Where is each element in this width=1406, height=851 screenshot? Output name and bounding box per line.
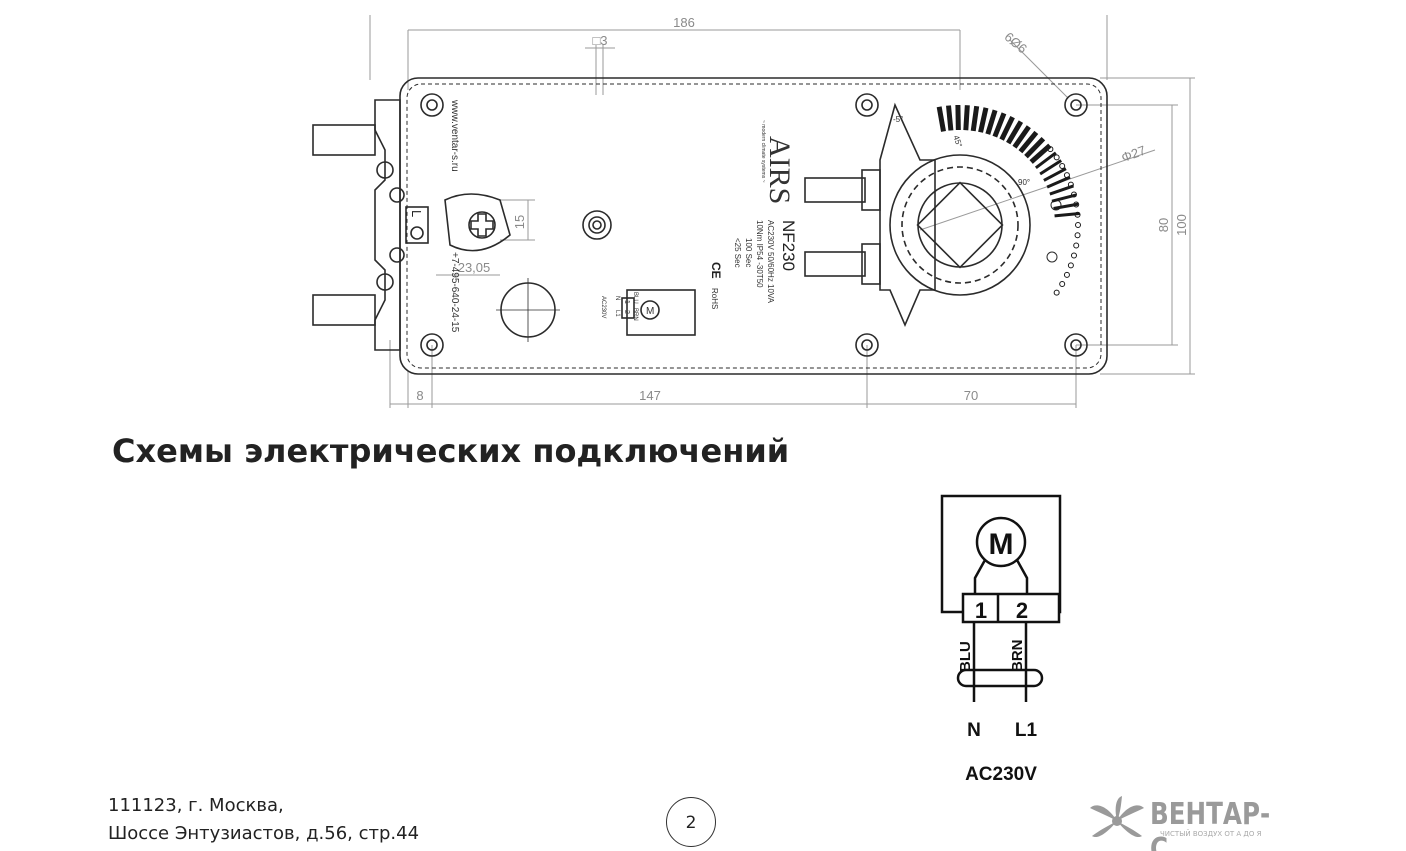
actuator-technical-drawing: 186 □3 6Ø6 Φ27 80 100 8 147 70 15 23,05 … (312, 15, 1195, 408)
wire-blu-label: BLU (957, 641, 974, 672)
scale-tick (1043, 167, 1067, 182)
dim-handle-23-05: 23,05 (458, 260, 491, 275)
scale-tick (936, 106, 946, 132)
scale-tick (1029, 143, 1052, 164)
plate-brand-sub: ~ modern climate systems ~ (760, 120, 766, 183)
scale-tick (1046, 175, 1071, 189)
scale-dot (1074, 232, 1081, 239)
mini-ac230v: AC230V (600, 296, 606, 318)
terminal-1: 1 (975, 598, 987, 623)
scale-dot (1070, 191, 1077, 198)
brand-tagline: ЧИСТЫЙ ВОЗДУХ ОТ А ДО Я (1160, 830, 1262, 838)
scale-dot (1063, 172, 1070, 179)
terminal-2: 2 (1016, 598, 1028, 623)
scale-mid-label: 45° (951, 134, 964, 148)
fan-icon (1090, 796, 1144, 838)
dim-slot-3: □3 (592, 33, 607, 48)
motor-symbol: M (989, 528, 1014, 561)
scale-dot (1073, 201, 1080, 208)
dim-span-70: 70 (964, 388, 978, 403)
scale-dot (1053, 289, 1060, 296)
scale-dot (1067, 262, 1074, 269)
mini-terminal-1: 1 (623, 300, 630, 304)
dim-holes-6x6: 6Ø6 (1002, 29, 1030, 56)
scale-tick (1034, 151, 1057, 170)
plate-power: AC230V 50/60Hz 10VA (766, 220, 775, 304)
mini-motor: M (646, 306, 654, 317)
plate-brand-logo: AIRS (763, 136, 796, 204)
wiring-diagram: M 1 2 BLU BRN N L1 AC230V (940, 494, 1062, 785)
supply-label: AC230V (965, 764, 1037, 785)
brand-logo: ВЕНТАР-С ЧИСТЫЙ ВОЗДУХ ОТ А ДО Я (1088, 796, 1303, 851)
scale-dot (1059, 281, 1066, 287)
line-label: L1 (1015, 720, 1038, 741)
address-line-1: 111123, г. Москва, (108, 795, 284, 816)
scale-dot (1047, 146, 1054, 153)
mini-terminal-2: 2 (623, 310, 630, 314)
plate-model: NF230 (779, 220, 798, 271)
dim-height-80: 80 (1156, 218, 1171, 232)
scale-dot (1074, 211, 1081, 218)
scale-dot (1059, 163, 1066, 169)
dim-offset-8: 8 (416, 388, 423, 403)
terminal-label-l: L (409, 210, 424, 217)
position-scale (936, 104, 1081, 296)
scale-tick (999, 116, 1015, 141)
neutral-label: N (967, 720, 981, 741)
scale-dot (1053, 154, 1060, 161)
plate-torque: 10Nm IP54 -30T50 (755, 220, 764, 288)
brand-name: ВЕНТАР-С (1150, 797, 1271, 851)
scale-dot (1067, 181, 1074, 188)
dim-shaft-27: Φ27 (1119, 142, 1147, 165)
plate-website: www.ventar-s.ru (449, 99, 460, 172)
plate-mini-wiring: BLU BRN N L1 AC230V 1 2 M (600, 292, 654, 321)
mini-wire-brn: BRN (632, 308, 638, 321)
plate-phone: +7-495-640-24-15 (449, 252, 460, 333)
mini-n: N (614, 296, 620, 300)
scale-tick (963, 105, 970, 131)
scale-tick (992, 112, 1007, 138)
plate-spring-time: <25 Sec (733, 238, 742, 268)
dim-handle-15: 15 (512, 215, 527, 229)
plate-rohs-mark: RoHS (710, 288, 719, 309)
scale-max-label: 90° (1018, 178, 1030, 187)
scale-tick (978, 107, 989, 133)
scale-dot (1070, 252, 1077, 259)
scale-tick (1006, 120, 1024, 145)
scale-dot (1073, 242, 1080, 249)
section-heading: Схемы электрических подключений (112, 432, 790, 470)
footer-address: 111123, г. Москва, Шоссе Энтузиастов, д.… (108, 792, 419, 848)
mini-wire-blu: BLU (632, 292, 638, 304)
wire-brn-label: BRN (1009, 640, 1026, 673)
scale-tick (1012, 125, 1031, 149)
mini-l1: L1 (614, 310, 620, 317)
page-number: 2 (666, 797, 716, 847)
scale-dot (1063, 271, 1070, 278)
dim-height-100: 100 (1174, 214, 1189, 236)
scale-tick (970, 105, 980, 132)
plate-run-time: 100 Sec (744, 238, 753, 267)
scale-tick (1024, 136, 1046, 159)
scale-dot (1075, 222, 1081, 228)
dim-span-147: 147 (639, 388, 661, 403)
scale-tick (985, 109, 998, 135)
scale-tick (1039, 159, 1063, 176)
dim-width-186: 186 (673, 15, 695, 30)
scale-tick (946, 105, 954, 131)
plate-ce-mark: CE (709, 262, 723, 279)
address-line-2: Шоссе Энтузиастов, д.56, стр.44 (108, 823, 420, 844)
scale-tick (1018, 130, 1039, 154)
scale-min-label: -5° (893, 115, 903, 124)
